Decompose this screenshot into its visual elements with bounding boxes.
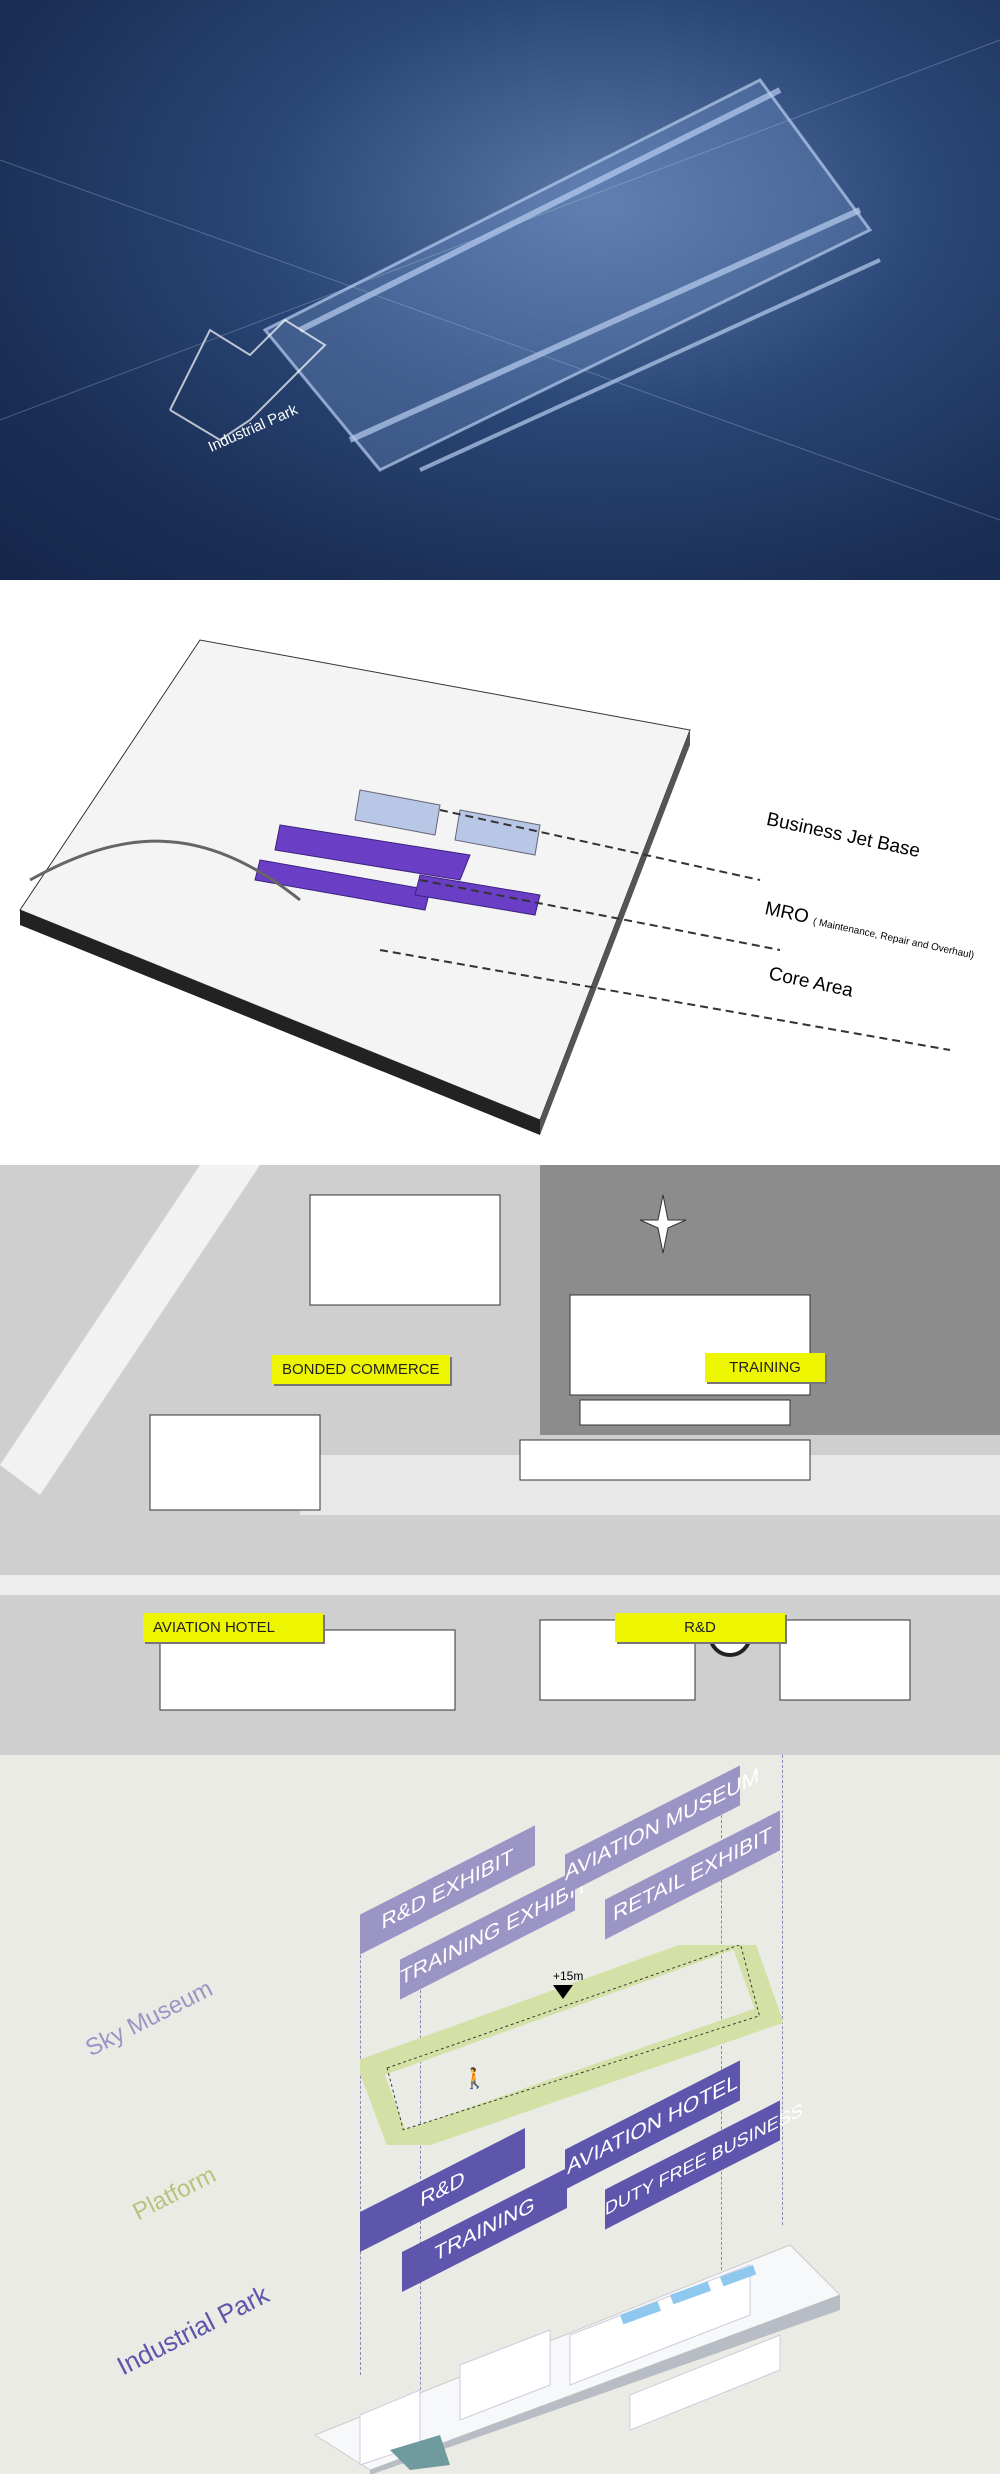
site-plan-drawing [0,1165,1000,1755]
exploded-diagram-panel: Sky Museum Platform Industrial Park R&D … [0,1755,1000,2474]
site-plan-panel: BONDED COMMERCE TRAINING AVIATION HOTEL … [0,1165,1000,1755]
aviation-hotel-label: AVIATION HOTEL [143,1613,323,1642]
platform-layer-label: Platform [128,2161,221,2226]
elevation-marker-icon [553,1985,573,1999]
projection-line [360,1915,361,2375]
training-label: TRAINING [705,1353,825,1382]
projection-line [782,1755,783,2225]
bonded-commerce-label: BONDED COMMERCE [272,1355,450,1384]
industrial-park-model [313,2244,841,2474]
satellite-map-panel: Industrial Park [0,0,1000,580]
sky-museum-layer-label: Sky Museum [81,1975,218,2063]
industrial-park-layer-label: Industrial Park [112,2278,274,2382]
airport-outline [0,39,1000,521]
axonometric-panel: Business Jet Base MRO ( Maintenance, Rep… [0,580,1000,1140]
sky-walkway-ring [360,1945,784,2145]
rd-label: R&D [615,1613,785,1642]
elevation-label: +15m [553,1969,584,1983]
axonometric-model [19,639,951,1135]
pedestrian-icon: 🚶 [462,2068,487,2090]
